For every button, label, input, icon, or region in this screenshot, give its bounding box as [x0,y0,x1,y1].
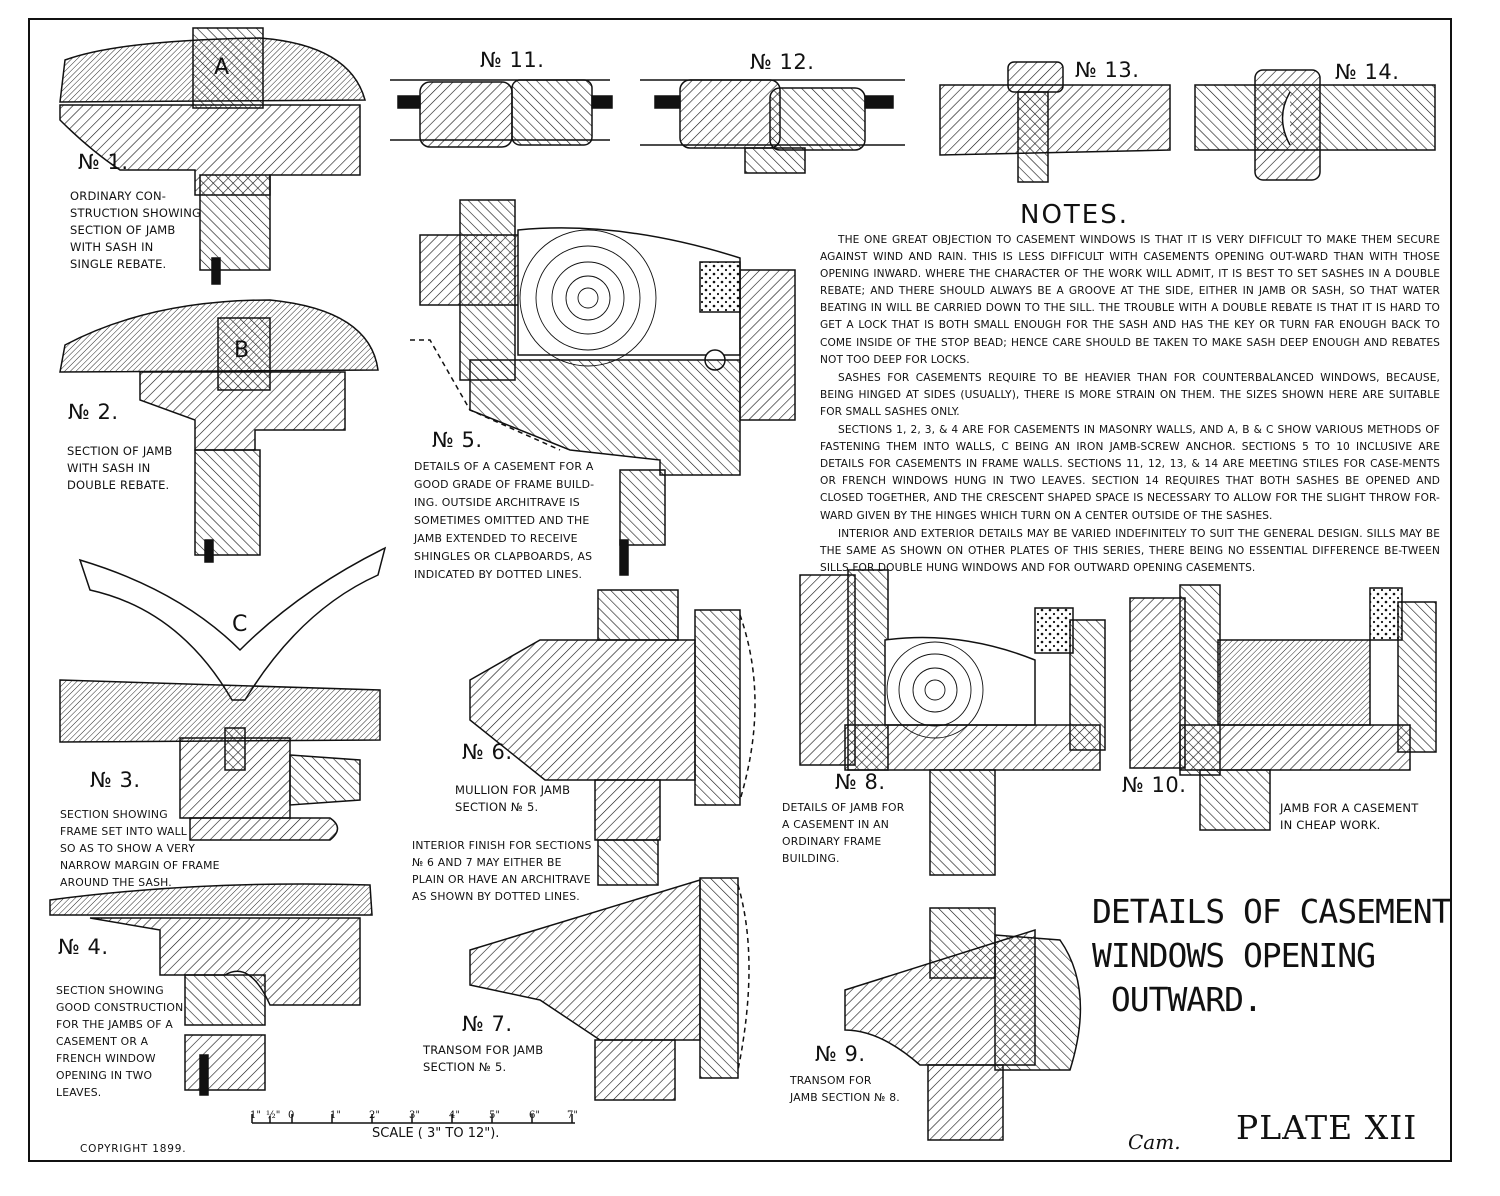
section-12-drawing [640,79,905,174]
section-3-caption: SECTION SHOWING FRAME SET INTO WALL SO A… [60,808,220,889]
section-10-number: № 10. [1122,773,1187,797]
scale-tick: 1" [250,1110,261,1121]
section-5-caption: DETAILS OF A CASEMENT FOR A GOOD GRADE O… [414,460,595,581]
scale-tick: 4" [449,1110,460,1121]
plate-border [28,18,1452,1162]
plate-title: DETAILS OF CASEMENT WINDOWS OPENING OUTW… [1092,892,1451,1019]
section-2-drawing [59,299,379,563]
scale-tick: 1" [330,1110,341,1121]
section-12-number: № 12. [750,50,815,74]
section-8-drawing [799,569,1106,876]
scale-tick: 2" [369,1110,380,1121]
section-4-caption: SECTION SHOWING GOOD CONSTRUCTION FOR TH… [56,984,184,1099]
notes-paragraph: INTERIOR AND EXTERIOR DETAILS MAY BE VAR… [820,527,1440,574]
scale-tick: 6" [529,1110,540,1121]
plate-number: PLATE XII [1236,1108,1418,1147]
section-6-drawing [469,589,756,841]
section-4-drawing [49,883,373,1096]
label-c: C [232,612,248,637]
scale-caption: SCALE ( 3" TO 12"). [372,1126,500,1141]
section-10-drawing [1129,584,1437,831]
scale-bar [251,1114,575,1124]
section-13-drawing [939,61,1171,183]
scale-tick: 5" [489,1110,500,1121]
section-10-caption: JAMB FOR A CASEMENT IN CHEAP WORK. [1280,801,1419,832]
section-6-caption: MULLION FOR JAMB SECTION № 5. [455,783,571,814]
section-11-number: № 11. [480,48,545,72]
section-7-drawing [469,839,750,1101]
section-3-number: № 3. [90,768,141,792]
section-6-number: № 6. [462,740,513,764]
anchor-c-drawing [78,546,387,701]
section-14-drawing [1194,69,1436,181]
section-9-drawing [844,907,1082,1141]
label-b: B [234,338,250,363]
label-a: A [214,55,230,80]
section-11-drawing [390,79,613,148]
signature: Cam. [1128,1130,1181,1154]
copyright: COPYRIGHT 1899. [80,1143,187,1155]
section-5-drawing [410,199,796,576]
scale-tick: 3" [409,1110,420,1121]
notes-body: THE ONE GREAT OBJECTION TO CASEMENT WIND… [820,232,1440,578]
section-6-7-note: INTERIOR FINISH FOR SECTIONS № 6 AND 7 M… [412,839,592,903]
section-8-caption: DETAILS OF JAMB FOR A CASEMENT IN AN ORD… [782,801,905,865]
section-2-caption: SECTION OF JAMB WITH SASH IN DOUBLE REBA… [67,444,173,492]
scale-tick: 0 [288,1110,295,1121]
section-7-caption: TRANSOM FOR JAMB SECTION № 5. [423,1043,544,1074]
section-9-caption: TRANSOM FOR JAMB SECTION № 8. [790,1074,900,1104]
scale-tick: 7" [567,1110,578,1121]
notes-paragraph: THE ONE GREAT OBJECTION TO CASEMENT WIND… [820,234,1440,366]
section-1-number: № 1. [78,150,129,174]
section-4-number: № 4. [58,935,109,959]
section-3-drawing [59,679,381,841]
section-14-number: № 14. [1335,60,1400,84]
section-9-number: № 9. [815,1042,866,1066]
section-5-number: № 5. [432,428,483,452]
section-7-number: № 7. [462,1012,513,1036]
section-1-caption: ORDINARY CON- STRUCTION SHOWING SECTION … [70,189,202,271]
notes-paragraph: SECTIONS 1, 2, 3, & 4 ARE FOR CASEMENTS … [820,424,1440,522]
section-2-number: № 2. [68,400,119,424]
section-8-number: № 8. [835,770,886,794]
section-13-number: № 13. [1075,58,1140,82]
notes-title: NOTES. [1020,200,1129,230]
scale-tick: ½" [266,1110,281,1121]
section-1-drawing [59,27,366,285]
notes-paragraph: SASHES FOR CASEMENTS REQUIRE TO BE HEAVI… [820,371,1440,418]
